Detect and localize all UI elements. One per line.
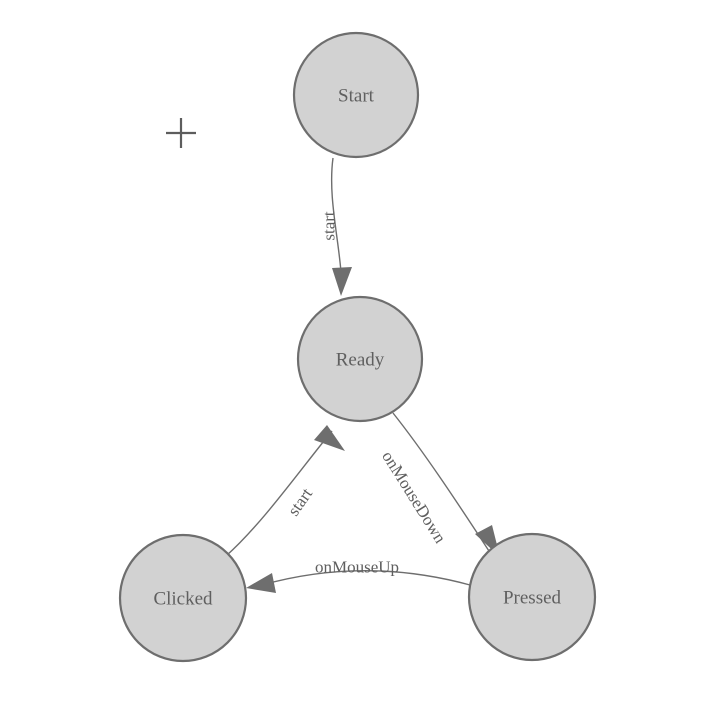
node-clicked[interactable]: Clicked: [118, 533, 248, 663]
edge-clicked-to-ready-path: [225, 430, 333, 557]
node-ready-label: Ready: [336, 350, 385, 371]
node-pressed-circle: [467, 532, 597, 662]
node-clicked-circle: [118, 533, 248, 663]
edge-clicked-to-ready[interactable]: start: [225, 425, 345, 557]
edge-clicked-to-ready-arrowhead: [314, 425, 345, 451]
edge-start-to-ready-path: [330, 157, 342, 273]
node-pressed[interactable]: Pressed: [467, 532, 597, 662]
edge-label-start-top: start: [320, 211, 339, 241]
node-start-circle: [292, 31, 420, 159]
edge-pressed-to-clicked-path: [261, 570, 471, 586]
edge-pressed-to-clicked[interactable]: onMouseUp: [246, 558, 471, 594]
edge-label-start-bottom: start: [284, 484, 317, 519]
node-pressed-label: Pressed: [503, 588, 562, 609]
plus-marker[interactable]: [166, 118, 196, 148]
edge-start-to-ready-arrowhead: [332, 267, 352, 296]
edge-label-onmouseup: onMouseUp: [315, 558, 399, 577]
node-clicked-label: Clicked: [153, 589, 213, 610]
node-start[interactable]: Start: [292, 31, 420, 159]
edge-ready-to-pressed[interactable]: onMouseDown: [378, 412, 500, 557]
edge-label-onmousedown: onMouseDown: [378, 448, 450, 547]
node-start-label: Start: [338, 86, 375, 107]
node-ready-circle: [296, 295, 424, 423]
node-ready[interactable]: Ready: [296, 295, 424, 423]
edge-pressed-to-clicked-arrowhead: [246, 573, 276, 593]
edge-start-to-ready[interactable]: start: [320, 157, 353, 296]
